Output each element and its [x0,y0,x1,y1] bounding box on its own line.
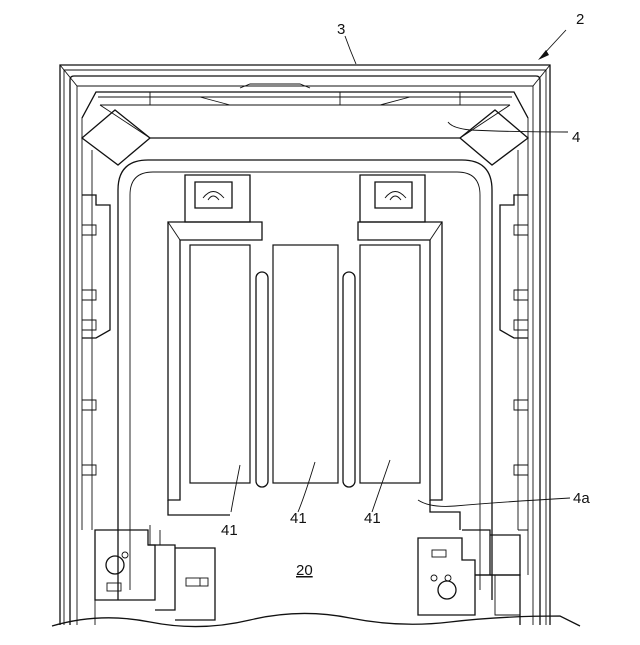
label-ref-20: 20 [296,562,313,579]
pad-left [190,245,250,483]
pad-right [360,245,420,483]
slot-left [256,272,268,487]
label-ref-2: 2 [576,11,584,28]
label-ref-41-center: 41 [290,510,307,527]
left-hook [185,175,250,222]
label-ref-4: 4 [572,129,580,146]
bottom-right-mechanism [418,530,528,625]
label-ref-3: 3 [337,21,345,38]
right-hook [360,175,425,222]
bottom-left-mechanism [95,525,215,625]
right-rail [500,195,528,475]
label-ref-41-right: 41 [364,510,381,527]
slot-right [343,272,355,487]
label-ref-4a: 4a [573,490,590,507]
pad-center [273,245,338,483]
left-rail [82,195,110,475]
label-ref-41-left: 41 [221,522,238,539]
